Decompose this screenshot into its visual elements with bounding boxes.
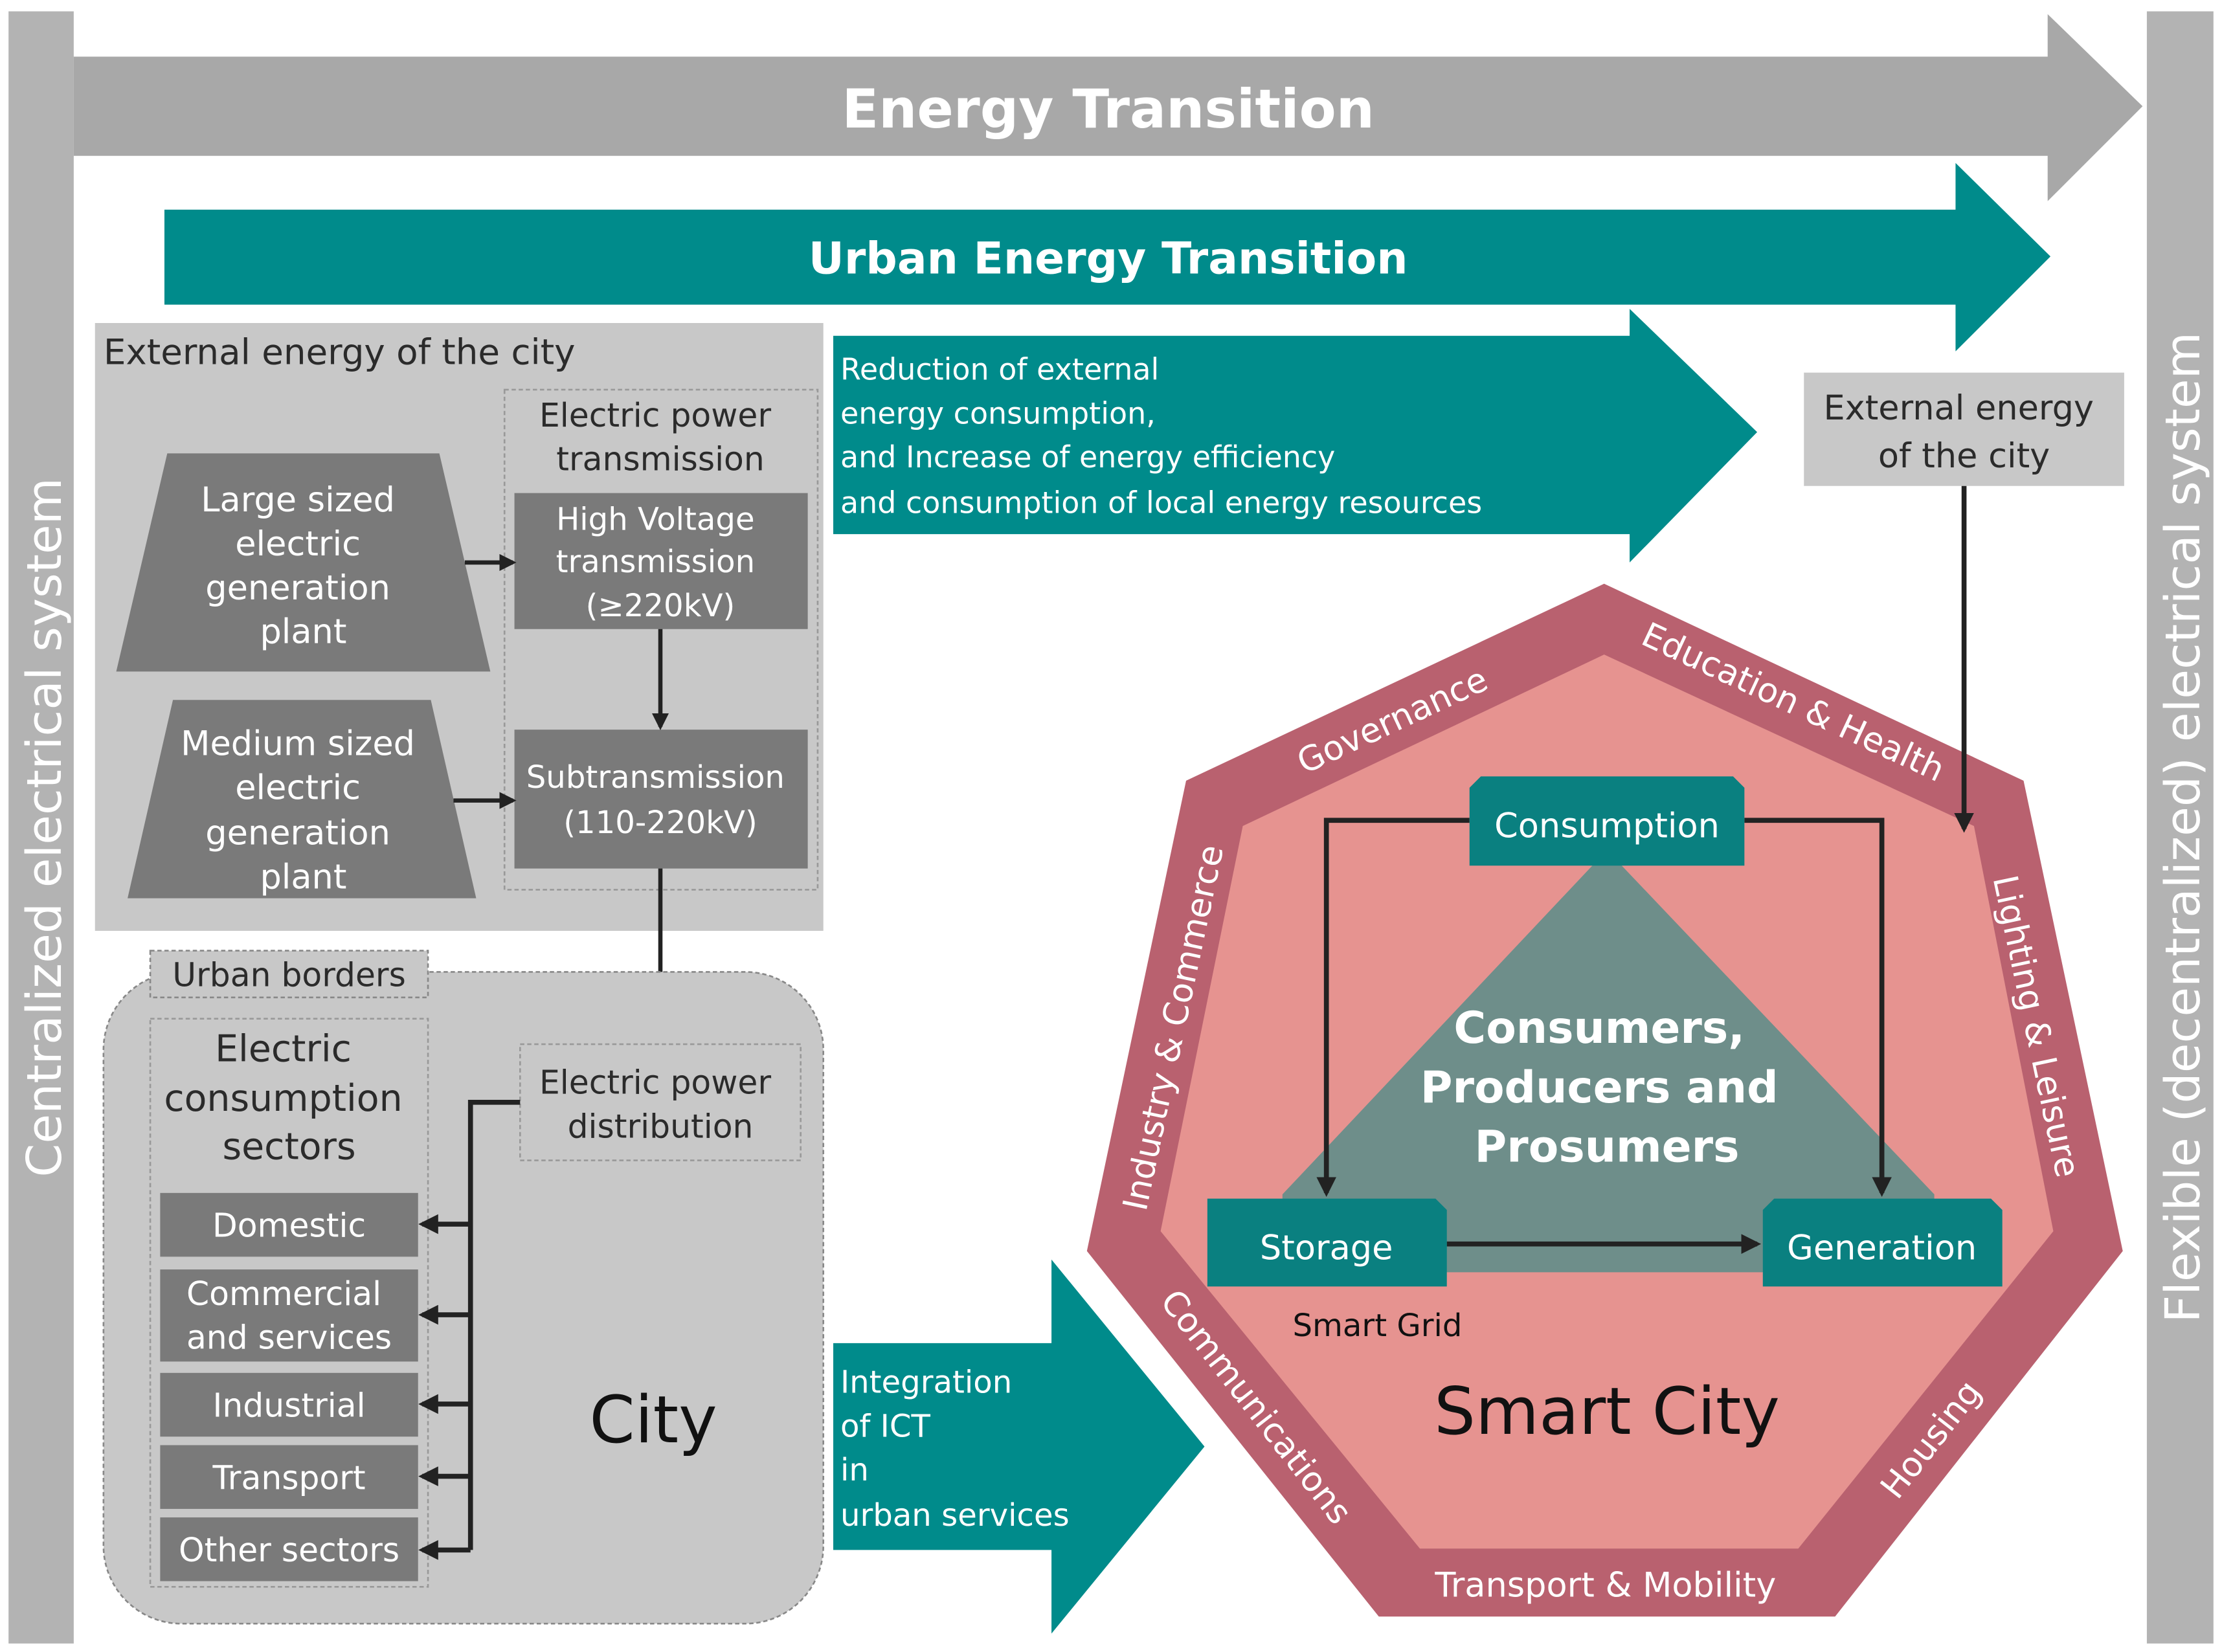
sector-domestic-label: Domestic: [212, 1207, 366, 1245]
domain-transport: Transport & Mobility: [1434, 1566, 1776, 1605]
subtransmission-block: [514, 730, 808, 869]
ict-arrow: [833, 1259, 1205, 1634]
transmission-title: Electric power transmission: [539, 396, 781, 478]
large-plant-label: Large sized electric generation plant: [201, 480, 405, 652]
prosumer-triangle: [1282, 850, 1935, 1273]
distribution-connector: [467, 1099, 521, 1550]
consumption-to-storage-line: [1316, 818, 1470, 1197]
sector-transport: [160, 1445, 418, 1509]
reduction-arrow: [833, 309, 1758, 563]
sector-domestic: [160, 1192, 418, 1257]
storage-box: [1207, 1198, 1447, 1287]
sector-commercial: [160, 1269, 418, 1362]
high-voltage-label: High Voltage transmission (≥220kV): [556, 502, 765, 625]
sector-industrial: [160, 1372, 418, 1437]
energy-transition-label: Energy Transition: [842, 78, 1375, 140]
reduction-label: Reduction of external energy consumption…: [840, 352, 1482, 520]
consumption-box: [1469, 776, 1745, 866]
sectors-title: Electric consumption sectors: [164, 1027, 414, 1168]
energy-transition-arrow: [73, 14, 2143, 201]
sector-commercial-label: Commercial and services: [186, 1275, 392, 1357]
external-energy-box-label: External energy of the city: [1823, 388, 2104, 476]
left-band-label: Centralized electrical system: [16, 478, 73, 1178]
urban-borders-label: Urban borders: [172, 955, 406, 994]
sector-other: [160, 1517, 418, 1581]
medium-plant-label: Medium sized electric generation plant: [181, 724, 426, 897]
storage-label: Storage: [1260, 1229, 1393, 1268]
consumption-to-generation-line: [1744, 818, 1892, 1197]
generation-label: Generation: [1787, 1229, 1977, 1268]
prosumers-label: Consumers, Producers and Prosumers: [1420, 1002, 1793, 1172]
distribution-label: Electric power distribution: [539, 1064, 781, 1146]
high-voltage-block: [514, 493, 808, 629]
left-band: [8, 11, 74, 1644]
sector-industrial-label: Industrial: [213, 1387, 366, 1425]
urban-energy-transition-arrow: [164, 162, 2051, 352]
right-band: [2146, 11, 2214, 1644]
external-energy-title: External energy of the city: [104, 331, 576, 372]
sectors-box: [149, 1018, 429, 1588]
transmission-box: [503, 388, 819, 891]
ict-label: Integration of ICT in urban services: [840, 1364, 1070, 1534]
urban-energy-transition-label: Urban Energy Transition: [809, 232, 1408, 284]
city-label: City: [589, 1382, 717, 1458]
large-generation-plant: [116, 453, 491, 672]
smart-grid-label: Smart Grid: [1292, 1308, 1462, 1344]
subtransmission-label: Subtransmission (110-220kV): [526, 759, 794, 841]
external-energy-box: [1804, 372, 2124, 486]
generation-box: [1762, 1198, 2003, 1287]
urban-borders-tag: [149, 950, 429, 999]
sector-transport-label: Transport: [212, 1458, 365, 1497]
right-band-label: Flexible (decentralized) electrical syst…: [2155, 332, 2211, 1323]
smart-city-label: Smart City: [1434, 1374, 1780, 1449]
sector-other-label: Other sectors: [179, 1531, 399, 1569]
consumption-label: Consumption: [1494, 807, 1720, 846]
medium-generation-plant: [128, 700, 477, 899]
